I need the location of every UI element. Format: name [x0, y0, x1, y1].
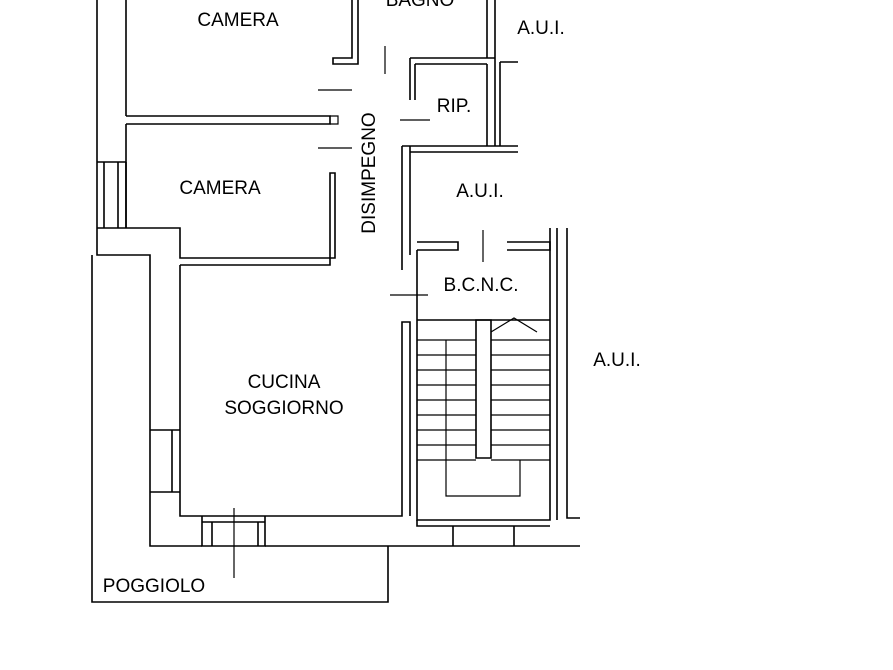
staircase: [416, 317, 551, 521]
room-bcnc: [416, 228, 551, 321]
label-aui-right: A.U.I.: [593, 350, 641, 371]
label-camera-top: CAMERA: [197, 10, 279, 31]
label-bagno: BAGNO: [386, 0, 455, 11]
room-cucina-soggiorno: [149, 265, 411, 578]
wall-aui-right: [556, 228, 580, 520]
corridor: [318, 89, 518, 296]
room-bagno: [384, 0, 496, 100]
label-aui-top: A.U.I.: [517, 18, 565, 39]
room-camera-top: [126, 0, 359, 125]
label-cucina: CUCINA: [248, 372, 321, 393]
room-rip: [400, 64, 496, 146]
room-poggiolo: [91, 255, 580, 603]
label-disimpegno: DISIMPEGNO: [359, 112, 380, 233]
exterior-wall-left: [96, 0, 151, 430]
wall-aui-top: [499, 61, 518, 146]
label-rip: RIP.: [437, 96, 472, 117]
label-soggiorno: SOGGIORNO: [224, 398, 343, 419]
label-poggiolo: POGGIOLO: [103, 576, 205, 597]
room-camera-mid: [126, 172, 336, 266]
label-aui-mid: A.U.I.: [456, 181, 504, 202]
label-bcnc: B.C.N.C.: [444, 275, 519, 296]
label-camera-mid: CAMERA: [179, 178, 261, 199]
